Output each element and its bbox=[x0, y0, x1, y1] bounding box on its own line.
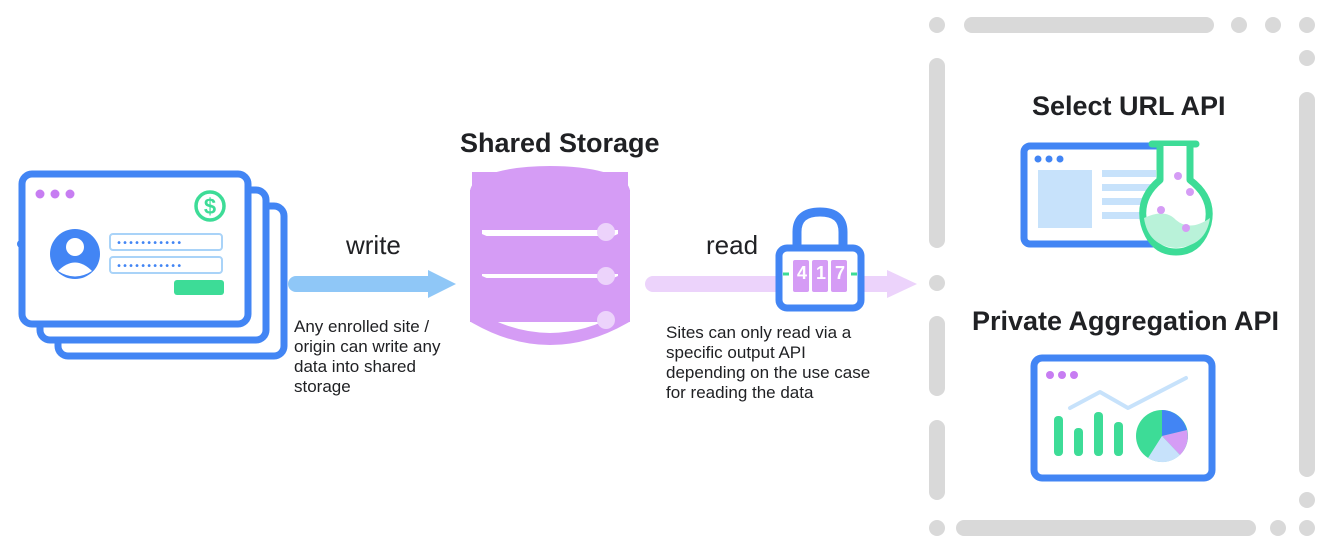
pie-chart-icon bbox=[1136, 410, 1188, 463]
lock-digit: 4 bbox=[797, 263, 808, 283]
lock-icon bbox=[775, 207, 865, 312]
write-description: Any enrolled site / origin can write any… bbox=[294, 317, 441, 396]
login-fields: ••••••••••• ••••••••••• bbox=[109, 233, 223, 274]
flask-icon bbox=[1139, 140, 1213, 256]
svg-text:$: $ bbox=[204, 194, 216, 219]
select-url-api-title: Select URL API bbox=[1032, 91, 1226, 121]
read-label: read bbox=[706, 230, 759, 260]
website-stack-illustration: $ ••••••••••• ••••••••••• bbox=[17, 170, 288, 360]
write-arrow bbox=[288, 270, 456, 298]
trend-line bbox=[1068, 376, 1188, 410]
output-api-panel-frame bbox=[929, 17, 1315, 536]
login-button bbox=[174, 280, 224, 295]
browser-dots-icon bbox=[1034, 155, 1064, 163]
lock-digit: 1 bbox=[816, 263, 827, 283]
bar-chart-icon bbox=[1054, 412, 1123, 456]
dollar-icon: $ bbox=[194, 190, 226, 222]
database-icon bbox=[470, 166, 630, 345]
private-aggregation-api-title: Private Aggregation API bbox=[972, 306, 1280, 336]
shared-storage-title: Shared Storage bbox=[460, 128, 660, 158]
dashboard-illustration bbox=[1030, 354, 1216, 482]
svg-text:•••••••••••: ••••••••••• bbox=[116, 238, 182, 249]
browser-dots-icon bbox=[35, 189, 75, 199]
user-avatar-icon bbox=[50, 229, 100, 279]
lock-digit: 7 bbox=[835, 263, 846, 283]
write-label: write bbox=[346, 230, 401, 260]
select-url-illustration bbox=[1020, 140, 1213, 256]
browser-dots-icon bbox=[1046, 371, 1078, 379]
svg-text:•••••••••••: ••••••••••• bbox=[116, 261, 182, 272]
read-description: Sites can only read via a specific outpu… bbox=[666, 323, 871, 402]
